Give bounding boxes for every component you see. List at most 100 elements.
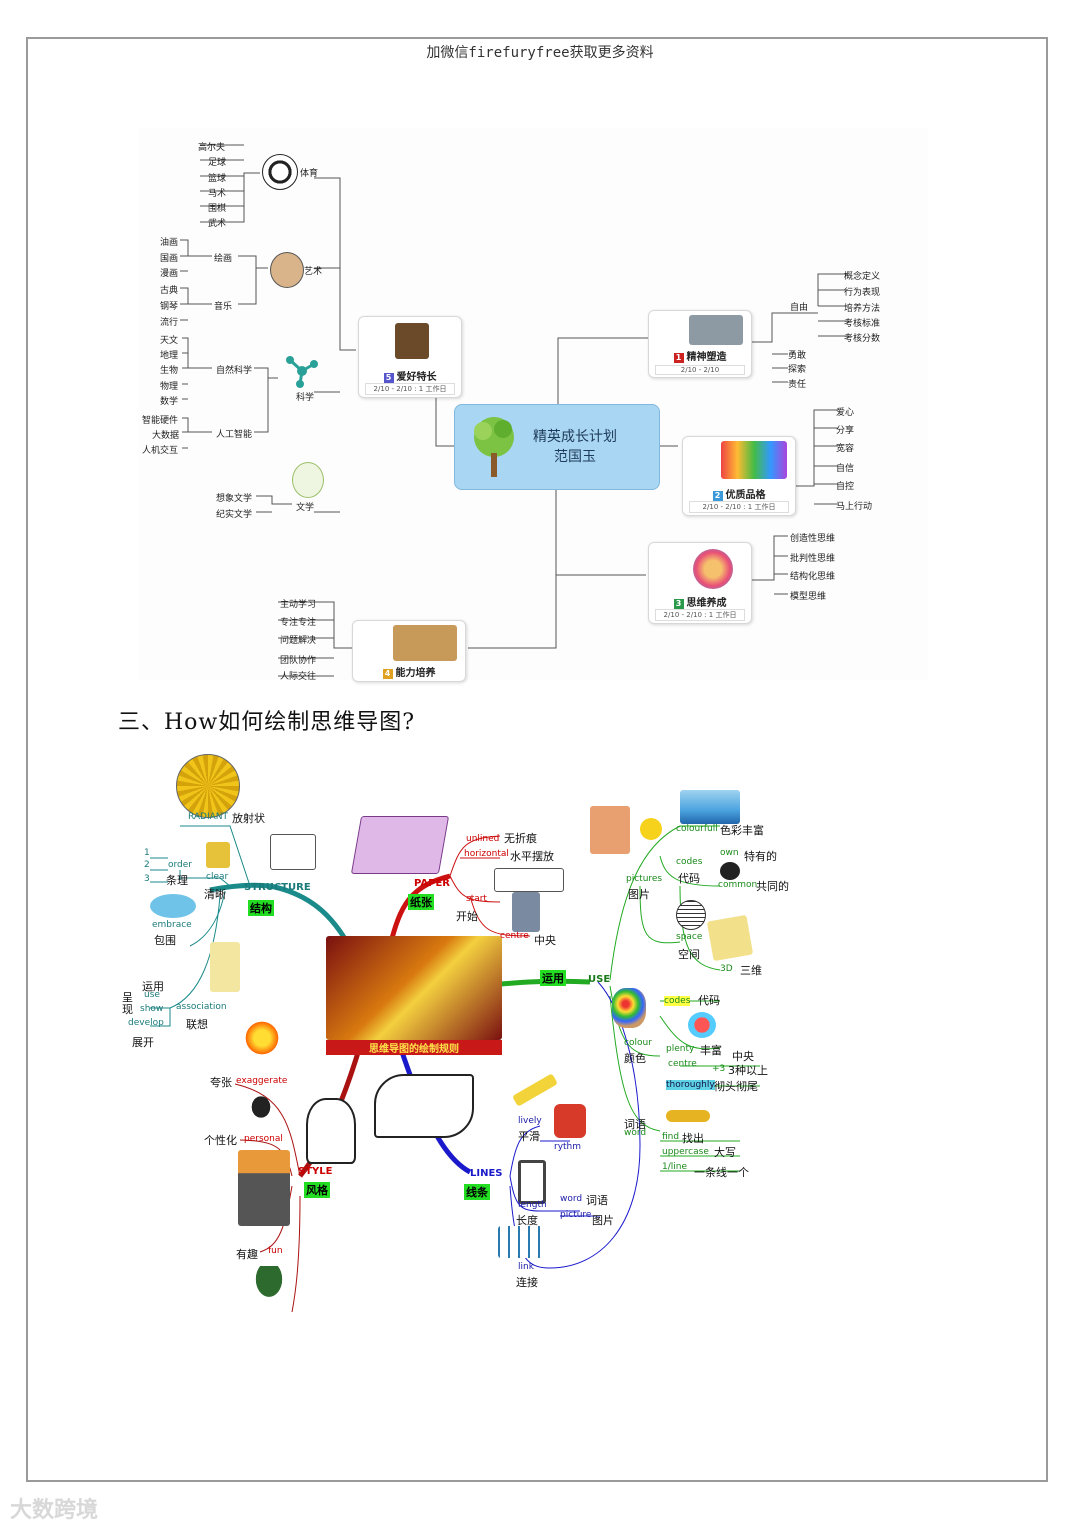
date-range: 2/10 - 2/10 : 1 工作日 [655,609,745,621]
person-holding-sign-icon [512,892,540,932]
find-en: find [662,1132,680,1142]
bonsai-icon [246,1266,292,1310]
priority-badge: 2 [712,491,723,501]
item: 篮球 [208,174,227,184]
header-text: 加微信firefuryfree获取更多资料 [426,45,654,61]
node-label: 爱好特长 [396,372,437,383]
item: 模型思维 [790,592,827,602]
node-label: 优质品格 [725,490,766,501]
item: 生物 [160,366,179,376]
start-en: start [466,894,487,904]
item: 批判性思维 [790,554,836,564]
clear-cn: 清晰 [204,888,226,901]
key-icon [666,1110,710,1122]
item: 自由 [790,303,809,313]
windmills-icon [498,1226,542,1258]
word-cn: 词语 [624,1118,646,1131]
center-title: 精英成长计划 [533,429,617,445]
association-cn: 联想 [186,1018,208,1031]
space-cn: 空间 [678,948,700,961]
paper-en: PAPER [414,878,451,889]
date-range: 2/10 - 2/10 : 1 工作日 [365,383,455,395]
priority-badge: 3 [673,599,684,609]
style-en: STYLE [298,1166,333,1177]
develop-cn: 展开 [132,1036,154,1049]
node-label: 思维养成 [686,598,727,609]
use-en: use [144,990,160,1000]
balloons-icon [688,1012,716,1038]
item: 行为表现 [844,288,881,298]
codes2-en: codes [664,996,691,1006]
radiant-en: RADIANT [188,812,229,822]
explosion-icon [244,1018,280,1058]
horizontal-cn: 水平摆放 [510,850,554,863]
plenty-en: plenty [666,1044,695,1054]
item: 人工智能 [216,430,253,440]
mindmap1-connectors [180,144,848,677]
paint-palette-icon [612,988,646,1028]
num-2: 2 [144,860,150,870]
threed-en: 3D [720,964,733,974]
thoroughly-cn: 彻头彻尾 [714,1080,758,1093]
centre-en: centre [668,1059,697,1069]
personal-cn: 个性化 [204,1134,237,1147]
face-profile-icon [306,1098,356,1164]
item: 智能硬件 [142,416,179,426]
use-cn: 运用 [142,980,164,993]
center-name: 范国玉 [554,449,596,465]
clear-en: clear [206,872,229,882]
item: 天文 [160,336,179,346]
thinker-icon [210,942,240,992]
num-1: 1 [144,848,150,858]
horizontal-en: horizontal [464,849,509,859]
codes-en: codes [676,857,703,867]
order-en: order [168,860,192,870]
people-bars-image [721,441,787,479]
soccer-ball-icon [262,154,298,190]
structure-en: STRUCTURE [244,882,311,893]
harbor-scene-icon [680,790,740,824]
item: 培养方法 [844,304,881,314]
paper-cn: 纸张 [408,894,434,910]
start-cn: 开始 [456,910,478,923]
item: 数学 [160,397,179,407]
colourfull-en: colourfull [676,824,718,834]
priority-badge: 1 [673,353,684,363]
item: 问题解决 [280,636,317,646]
date-range: 2/10 - 2/10 [655,365,745,375]
item: 围棋 [208,204,227,214]
branch-art: 艺术 [304,267,323,277]
personal-en: personal [244,1134,283,1144]
person-icon [206,842,230,868]
develop-en: develop [128,1018,164,1028]
item: 考核分数 [844,334,881,344]
find-cn: 找出 [682,1132,704,1145]
item: 探索 [788,365,807,375]
colour-en: colour [624,1038,652,1048]
item: 高尔夫 [198,143,226,153]
threed-cn: 三维 [740,964,762,977]
length-cn: 长度 [516,1214,538,1227]
fun-en: fun [268,1246,283,1256]
exaggerate-cn: 夸张 [210,1076,232,1089]
item: 自控 [836,482,855,492]
org-chart-icon [270,834,316,870]
plus3-en: +3 [712,1064,726,1074]
show-en: show [140,1004,164,1014]
item: 武术 [208,219,227,229]
item: 漫画 [160,269,179,279]
scroll-icon [374,1074,474,1138]
centre-cn: 中央 [732,1050,754,1063]
space-en: space [676,932,703,942]
use-en-tag: USE [588,974,611,985]
node-label: 精神塑造 [686,352,727,363]
num-3: 3 [144,874,150,884]
radial-chart-icon [176,754,240,818]
clamp-icon [518,1160,546,1204]
link-cn: 连接 [516,1276,538,1289]
structure-cn: 结构 [248,900,274,916]
lively-en: lively [518,1116,542,1126]
